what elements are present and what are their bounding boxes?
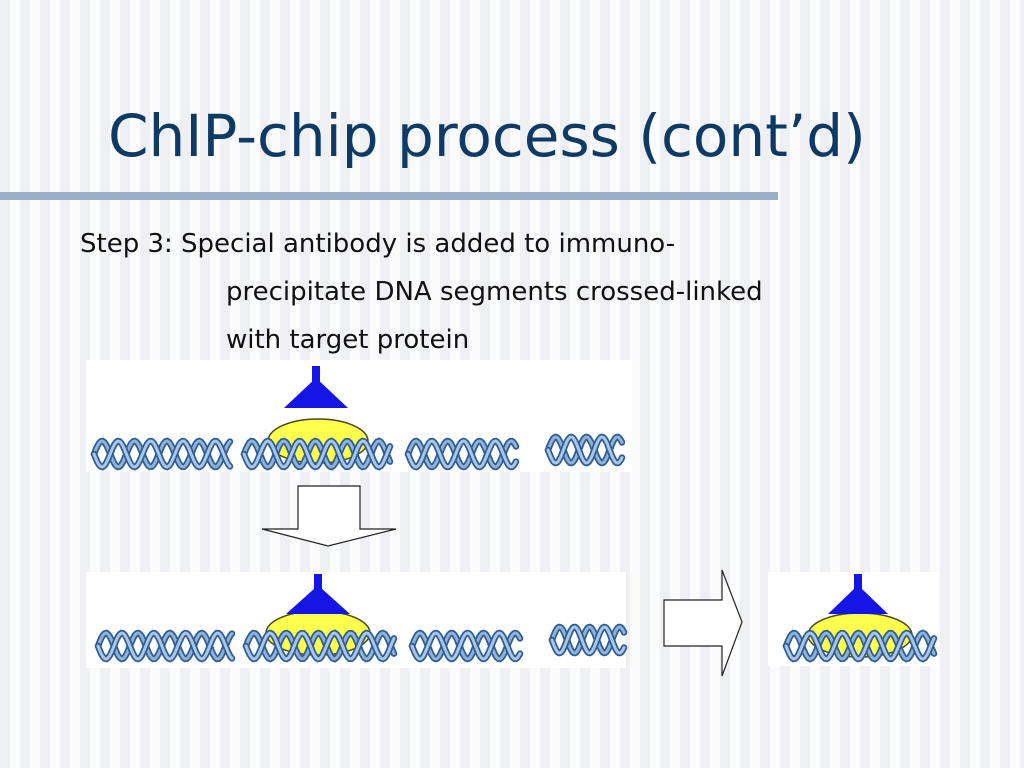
slide-title: ChIP-chip process (cont’d) — [108, 102, 866, 170]
dna-helix-top-1 — [90, 437, 234, 471]
arrow-down-icon — [261, 485, 397, 547]
step-line-1: Step 3: Special antibody is added to imm… — [80, 229, 676, 259]
step-line-2: precipitate DNA segments crossed-linked — [226, 277, 763, 307]
antibody-bottom — [286, 574, 350, 614]
dna-helix-bottom-4 — [548, 623, 628, 657]
dna-helix-top-3 — [404, 437, 520, 471]
dna-helix-bottom-2 — [242, 629, 398, 663]
dna-helix-bottom-1 — [94, 629, 236, 663]
title-divider — [0, 192, 778, 200]
antibody-top — [284, 366, 348, 408]
arrow-right-icon — [663, 569, 743, 677]
dna-helix-bottom-3 — [408, 629, 524, 663]
dna-helix-result — [782, 629, 938, 663]
dna-helix-top-2 — [240, 437, 394, 471]
antibody-result — [828, 574, 888, 614]
step-description: Step 3: Special antibody is added to imm… — [80, 220, 980, 364]
dna-helix-top-4 — [544, 433, 626, 467]
step-line-3: with target protein — [226, 325, 470, 355]
